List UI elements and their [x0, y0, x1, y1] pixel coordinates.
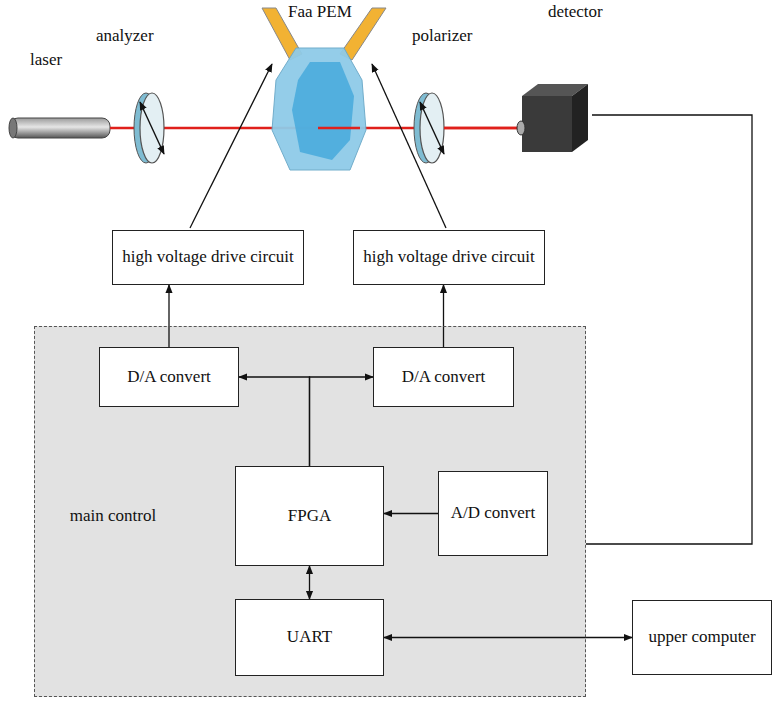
connector-arrow — [384, 513, 438, 514]
drive-wire — [190, 64, 272, 228]
pem-facet — [292, 62, 354, 160]
connector-arrow — [310, 377, 374, 466]
box-label: D/A convert — [402, 367, 486, 387]
component-label: polarizer — [412, 26, 472, 46]
box-label: high voltage drive circuit — [122, 247, 293, 267]
connector-arrow — [384, 637, 632, 638]
detector-side — [572, 84, 588, 152]
component-label: laser — [30, 50, 62, 70]
box-label: A/D convert — [451, 503, 536, 523]
region-title: main control — [57, 505, 169, 526]
component-label: Faa PEM — [288, 2, 352, 22]
detector-front — [522, 96, 572, 152]
region-ground — [34, 326, 586, 697]
connector-arrow — [239, 377, 310, 466]
connector-arrow — [309, 566, 310, 599]
analyzer-disk — [140, 93, 164, 163]
drive-circuit-box: high voltage drive circuit — [112, 230, 304, 285]
computer-box: upper computer — [632, 600, 772, 675]
main-control-region: main control D/A convert D/A convertFPGA A/… — [34, 326, 586, 697]
dac-box: D/A convert — [99, 347, 239, 407]
polarization-axis — [140, 102, 164, 154]
fpga-box: FPGA — [235, 466, 384, 566]
box-label: FPGA — [288, 506, 331, 526]
connector-arrow — [168, 285, 169, 347]
box-label: upper computer — [648, 627, 755, 647]
polarization-axis — [420, 102, 444, 154]
adc-box: A/D convert — [438, 471, 548, 556]
component-label: analyzer — [96, 26, 154, 46]
box-label: high voltage drive circuit — [363, 247, 534, 267]
drive-circuit-box: high voltage drive circuit — [353, 230, 545, 285]
drive-wire — [372, 64, 446, 228]
uart-box: UART — [235, 599, 384, 676]
pem-crystal — [272, 48, 366, 170]
connector-arrow — [443, 285, 444, 347]
dac-box: D/A convert — [373, 347, 514, 407]
laser-beam — [444, 127, 518, 130]
box-label: UART — [287, 627, 332, 647]
component-label: detector — [548, 2, 603, 22]
detector-lens — [517, 121, 525, 135]
laser-body — [10, 118, 110, 138]
laser-end — [9, 118, 17, 138]
polarizer-disk — [420, 93, 444, 163]
box-label: D/A convert — [127, 367, 211, 387]
laser-beam — [318, 127, 360, 130]
